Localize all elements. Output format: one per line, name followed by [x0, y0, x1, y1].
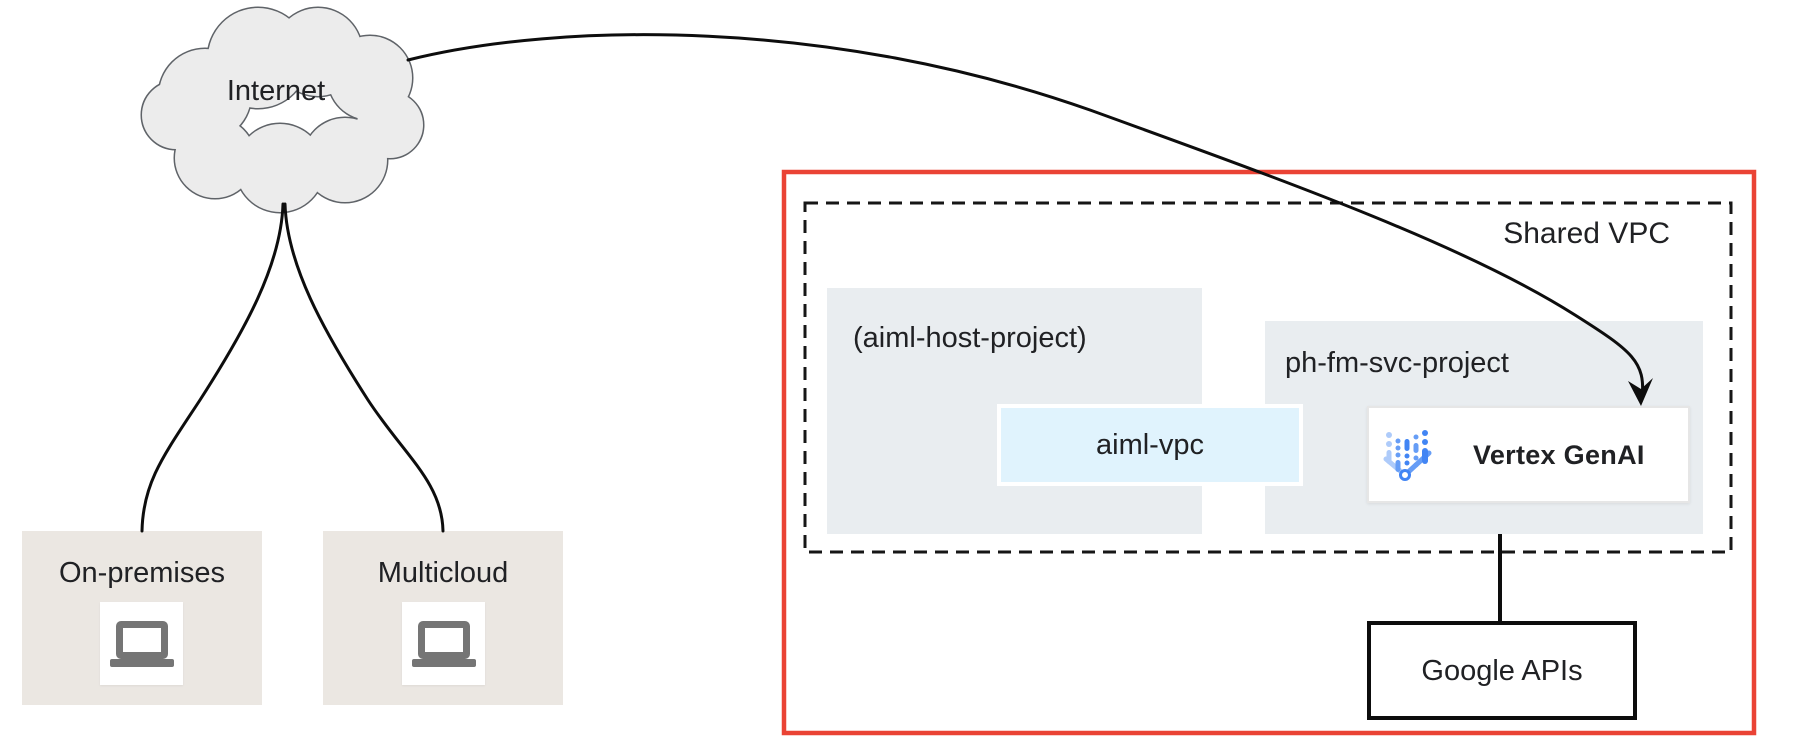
on-premises-label: On-premises	[59, 557, 225, 589]
internet-cloud-shape	[140, 6, 425, 214]
vertex-genai-label: Vertex GenAI	[1473, 439, 1645, 470]
laptop-icon	[411, 620, 476, 667]
host-project-label: (aiml-host-project)	[853, 322, 1087, 354]
internet-to-onprem-connector	[140, 202, 285, 533]
laptop-base	[109, 658, 174, 667]
internet-label: Internet	[226, 75, 326, 107]
aiml-vpc-label: aiml-vpc	[1096, 429, 1204, 461]
laptop-base	[411, 658, 476, 667]
laptop-screen	[417, 620, 470, 659]
svc-project-label: ph-fm-svc-project	[1285, 347, 1509, 379]
multicloud-label: Multicloud	[377, 557, 509, 589]
multicloud-icon-tile	[402, 602, 485, 685]
vertex-genai-box: Vertex GenAI	[1367, 406, 1690, 503]
laptop-icon	[109, 620, 174, 667]
laptop-screen	[115, 620, 168, 659]
aiml-vpc-box: aiml-vpc	[997, 404, 1303, 486]
on-premises-icon-tile	[100, 602, 183, 685]
vertex-ai-icon	[1383, 429, 1432, 481]
google-apis-box: Google APIs	[1367, 621, 1637, 720]
internet-to-multicloud-connector	[283, 202, 445, 533]
google-apis-label: Google APIs	[1421, 654, 1583, 687]
shared-vpc-label: Shared VPC	[1503, 217, 1670, 250]
